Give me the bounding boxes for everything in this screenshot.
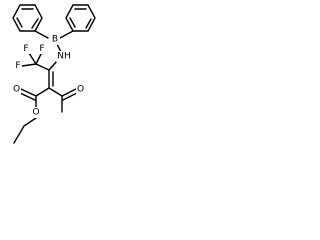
bond-alpha-ester-c [35, 87, 50, 97]
bond-ketone-co-double-b [62, 92, 78, 101]
atom-fluorine-2: F [15, 61, 20, 71]
atom-fluorine-1: F [23, 44, 28, 54]
bond-alpha-ketone-c [48, 87, 63, 97]
bond-c-f2 [21, 63, 37, 67]
atom-fluorine-3: F [39, 44, 44, 54]
bond-cf3-c-alkene [35, 63, 50, 71]
chemical-structure-diagram: B NH F F F O O O [12, 4, 96, 144]
atom-amine: NH [57, 52, 71, 62]
bond-ch2-ch3 [13, 125, 25, 144]
phenyl-ring-left [12, 4, 43, 32]
bond-o-ch2 [23, 117, 37, 127]
atom-ester-carbonyl-oxygen: O [13, 85, 20, 95]
bond-ketone-co-double-a [61, 88, 77, 97]
bond-b-phenyl-left [34, 30, 49, 39]
bond-b-n [56, 43, 62, 53]
atom-ester-ether-oxygen: O [32, 108, 39, 118]
atom-boron: B [52, 35, 58, 45]
bond-b-phenyl-right [59, 30, 74, 39]
bond-n-c-alkene [48, 60, 58, 71]
phenyl-ring-right [65, 4, 96, 32]
bond-ester-co-double-b [19, 92, 36, 101]
atom-ketone-oxygen: O [77, 85, 84, 95]
bond-ester-co-double-a [20, 88, 37, 97]
